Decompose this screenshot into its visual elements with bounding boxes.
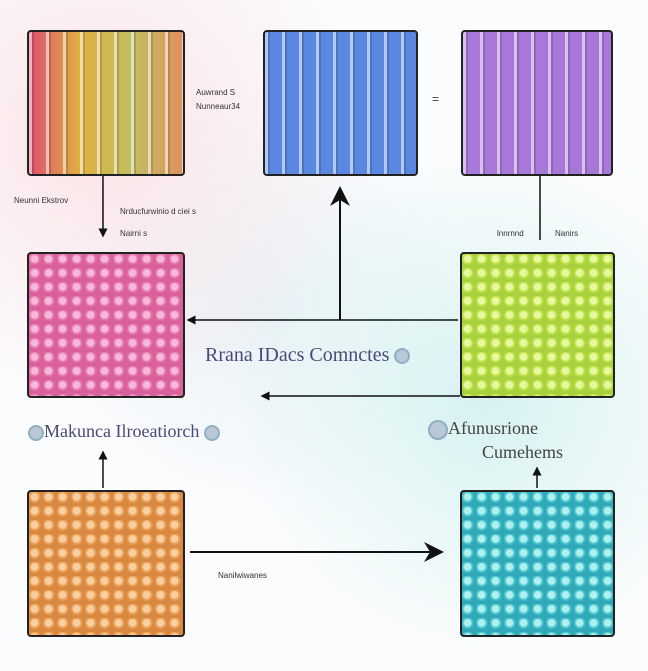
circle-icon: [28, 424, 44, 441]
center-under-label: Nrducfurwinio d ciei s: [120, 207, 197, 216]
beads-green-panel: [460, 252, 615, 398]
side-label-2: Nunneaur34: [196, 102, 241, 111]
dash-label: =: [432, 92, 440, 106]
tubes-multicolor-panel: [27, 30, 185, 176]
left-title: Makunca Ilroeatiorch: [28, 421, 220, 442]
left-title-text: Makunca Ilroeatiorch: [44, 421, 200, 441]
middle-title: Rrana IDacs Comnctes: [205, 344, 411, 367]
beads-cyan-panel: [460, 490, 615, 637]
right-under-label-2: Nanirs: [555, 229, 579, 238]
tubes-purple-panel: [461, 30, 613, 176]
middle-title-text: Rrana IDacs Comnctes: [205, 344, 390, 366]
tubes-blue-panel: [263, 30, 418, 176]
center-under-label-2: Nairni s: [120, 229, 148, 238]
bottom-label: Nanilwiwanes: [218, 571, 267, 580]
circle-icon: [203, 424, 220, 441]
beads-orange-panel: [27, 490, 185, 637]
left-under-label: Neunni Ekstrov: [14, 196, 69, 205]
beads-pink-panel: [27, 252, 185, 398]
right-title-line1: Afunusrione: [448, 418, 538, 438]
side-label-1: Auwrand S: [196, 88, 236, 97]
right-title-line2: Cumehems: [482, 442, 563, 462]
circle-icon: [394, 348, 411, 365]
right-under-label-1: lnnrnnd: [497, 229, 524, 238]
circle-icon: [428, 419, 448, 440]
